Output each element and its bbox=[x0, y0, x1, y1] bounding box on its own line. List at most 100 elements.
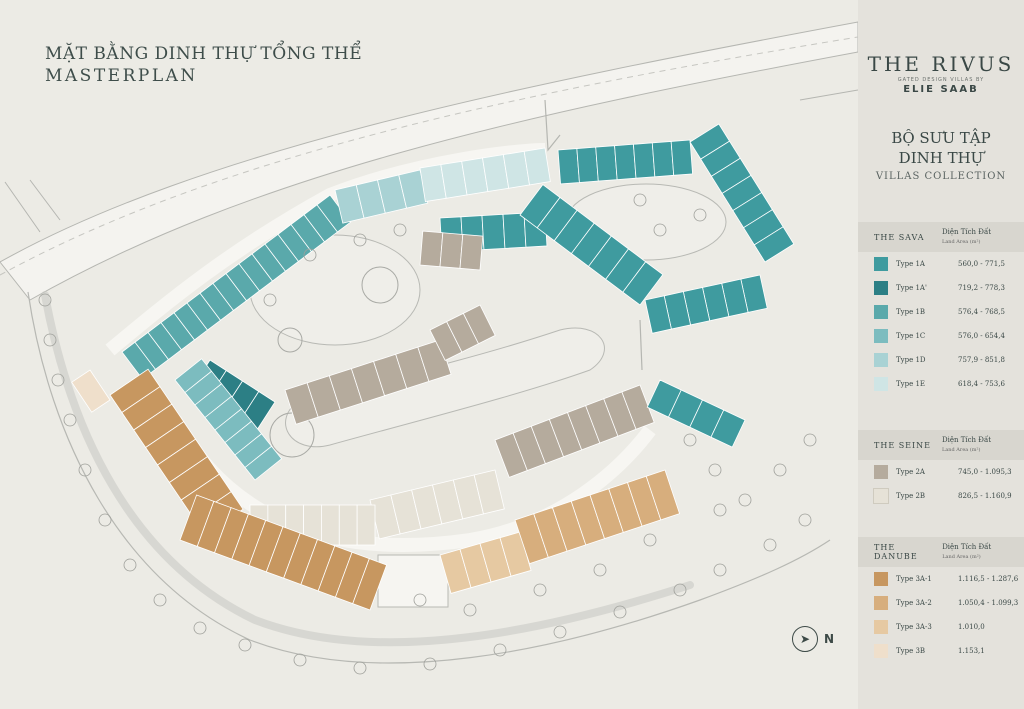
tree bbox=[713, 563, 727, 577]
type-name: Type 3A-3 bbox=[896, 623, 932, 631]
villa-lot[interactable] bbox=[710, 409, 746, 448]
area-range: 1.116,5 - 1.287,6 bbox=[958, 575, 1019, 583]
villa-lot[interactable] bbox=[244, 445, 283, 481]
legend-item-type-1b[interactable]: Type 1B 576,4 - 768,5 bbox=[858, 300, 1024, 324]
tree bbox=[463, 603, 477, 617]
villa-lot[interactable] bbox=[670, 139, 693, 176]
legend-item-type-1d[interactable]: Type 1D 757,9 - 851,8 bbox=[858, 348, 1024, 372]
park-fountain bbox=[361, 266, 399, 304]
villa-lot[interactable] bbox=[459, 234, 484, 271]
swatch bbox=[874, 281, 888, 295]
type-name: Type 1D bbox=[896, 356, 926, 364]
area-range: 719,2 - 778,3 bbox=[958, 284, 1005, 292]
villa-lot[interactable] bbox=[398, 169, 429, 209]
villa-lot[interactable] bbox=[473, 469, 505, 515]
villa-lot[interactable] bbox=[419, 230, 444, 268]
side-road bbox=[4, 179, 61, 233]
villa-lot[interactable] bbox=[71, 369, 111, 413]
villa-lot[interactable] bbox=[338, 504, 358, 546]
legend-item-type-1a-prime[interactable]: Type 1A' 719,2 - 778,3 bbox=[858, 276, 1024, 300]
legend-item-type-3a-2[interactable]: Type 3A-2 1.050,4 - 1.099,3 bbox=[858, 591, 1024, 615]
tree bbox=[533, 583, 547, 597]
swatch bbox=[874, 377, 888, 391]
villa-lot[interactable] bbox=[576, 146, 599, 183]
villa-lot[interactable] bbox=[645, 469, 681, 521]
villa-lot[interactable] bbox=[523, 147, 551, 186]
tree bbox=[803, 433, 817, 447]
villa-lot[interactable] bbox=[644, 295, 672, 334]
type-name: Type 1B bbox=[896, 308, 926, 316]
tree bbox=[303, 248, 317, 262]
trees bbox=[38, 193, 817, 675]
area-range: 576,4 - 768,5 bbox=[958, 308, 1005, 316]
type-name: Type 3A-1 bbox=[896, 575, 932, 583]
collection-heading: BỘ SƯU TẬP DINH THỰ VILLAS COLLECTION bbox=[858, 129, 1024, 182]
tree bbox=[293, 653, 307, 667]
collection-line-3: VILLAS COLLECTION bbox=[875, 171, 1007, 182]
legend-item-type-3b[interactable]: Type 3B 1.153,1 bbox=[858, 639, 1024, 663]
north-arrow-icon: ➤ bbox=[792, 626, 818, 652]
type-name: Type 1A' bbox=[896, 284, 927, 292]
legend-panel: THE RIVUS GATED DESIGN VILLAS BY ELIE SA… bbox=[858, 0, 1024, 709]
villa-lot[interactable] bbox=[651, 140, 675, 178]
area-range: 1.050,4 - 1.099,3 bbox=[958, 599, 1019, 607]
villa-lot[interactable] bbox=[316, 194, 352, 233]
tree bbox=[673, 583, 687, 597]
villa-lot[interactable] bbox=[622, 261, 664, 306]
villa-lot[interactable] bbox=[462, 304, 496, 345]
tree bbox=[708, 463, 722, 477]
villa-lot[interactable] bbox=[557, 148, 580, 185]
villa-lot[interactable] bbox=[499, 531, 532, 577]
area-range: 1.153,1 bbox=[958, 647, 985, 655]
tree bbox=[263, 293, 277, 307]
villa-lot[interactable] bbox=[614, 143, 637, 181]
villa-lot[interactable] bbox=[439, 232, 464, 269]
swatch bbox=[873, 488, 889, 504]
tree bbox=[493, 643, 507, 657]
tree bbox=[798, 513, 812, 527]
swatch bbox=[874, 620, 888, 634]
tree bbox=[98, 513, 112, 527]
tree bbox=[683, 433, 697, 447]
group-name: THE SEINE bbox=[874, 440, 932, 450]
tree bbox=[38, 293, 52, 307]
villa-lot[interactable] bbox=[481, 213, 506, 250]
villa-lot[interactable] bbox=[356, 504, 376, 546]
north-label: N bbox=[824, 632, 835, 646]
villa-lot[interactable] bbox=[321, 504, 340, 546]
area-label-vn: Diện Tích Đất bbox=[942, 542, 992, 551]
villa-lot[interactable] bbox=[595, 145, 618, 182]
villa-lot[interactable] bbox=[502, 212, 527, 249]
type-name: Type 3B bbox=[896, 647, 926, 655]
south-loop-road bbox=[168, 416, 656, 552]
tree bbox=[553, 625, 567, 639]
tree bbox=[43, 333, 57, 347]
area-range: 757,9 - 851,8 bbox=[958, 356, 1005, 364]
swatch bbox=[874, 644, 888, 658]
villa-lot[interactable] bbox=[352, 558, 388, 611]
type-name: Type 3A-2 bbox=[896, 599, 932, 607]
tree bbox=[593, 563, 607, 577]
villa-lot[interactable] bbox=[753, 226, 795, 263]
villa-lot[interactable] bbox=[621, 384, 655, 430]
tree bbox=[63, 413, 77, 427]
site-map[interactable]: MẶT BẰNG DINH THỰ TỔNG THỂ MASTERPLAN ➤ … bbox=[0, 0, 858, 709]
area-label-vn: Diện Tích Đất bbox=[942, 227, 992, 236]
legend-item-type-3a-1[interactable]: Type 3A-1 1.116,5 - 1.287,6 bbox=[858, 567, 1024, 591]
villa-lot[interactable] bbox=[632, 142, 656, 179]
compass: ➤ N bbox=[792, 626, 834, 652]
swatch bbox=[874, 305, 888, 319]
brand-name: THE RIVUS bbox=[867, 52, 1015, 76]
site-boundary bbox=[27, 291, 831, 664]
map-title: MẶT BẰNG DINH THỰ TỔNG THỂ MASTERPLAN bbox=[45, 44, 362, 86]
